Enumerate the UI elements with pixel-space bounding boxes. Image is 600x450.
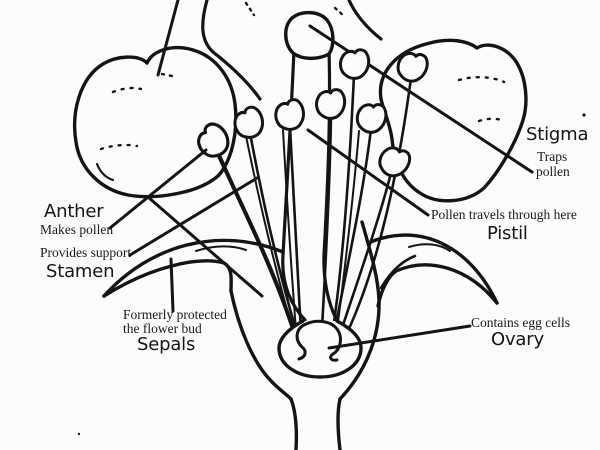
stamen-filaments xyxy=(214,73,413,338)
label-stamen-note: Provides support xyxy=(40,245,132,260)
label-ovary-name: Ovary xyxy=(491,329,544,350)
stamen-pointer-line xyxy=(128,176,259,257)
label-stigma-name: Stigma xyxy=(526,124,589,145)
label-sepals-name: Sepals xyxy=(137,334,196,355)
pistil-pointer-line xyxy=(306,128,430,217)
label-stigma-note-line2: pollen xyxy=(536,164,570,179)
pointer-lines xyxy=(108,128,472,350)
label-anther-note: Makes pollen xyxy=(40,222,114,237)
anther-pointer-line xyxy=(108,148,208,230)
label-stigma-note-line1: Traps xyxy=(537,149,568,164)
petal-center xyxy=(201,0,383,101)
stigma-bulb xyxy=(284,10,335,61)
label-sepals-note-line1: Formerly protected xyxy=(123,307,227,322)
sketch-dots xyxy=(77,113,586,436)
diagonal-sketch-line xyxy=(146,195,264,298)
stigma-pointer-line xyxy=(308,24,534,174)
label-sepals-note-line2: the flower bud xyxy=(123,321,202,336)
label-stamen-name: Stamen xyxy=(46,261,115,282)
cutoff-label-dots xyxy=(160,72,179,79)
sepal-left xyxy=(102,238,285,298)
label-ovary-note: Contains egg cells xyxy=(471,315,570,330)
ovule xyxy=(295,319,342,362)
label-anther-name: Anther xyxy=(44,201,104,222)
cutoff-label-line xyxy=(156,0,180,77)
stem xyxy=(289,397,342,450)
label-pistil-note: Pollen travels through here xyxy=(431,207,577,222)
sepal-right xyxy=(366,233,499,308)
sepals-pointer-line xyxy=(169,257,175,313)
ovary-wall xyxy=(277,319,363,379)
label-pistil-name: Pistil xyxy=(487,223,528,244)
ovary-pointer-line xyxy=(327,324,472,350)
petal-left xyxy=(72,45,238,199)
receptacle xyxy=(229,220,381,401)
